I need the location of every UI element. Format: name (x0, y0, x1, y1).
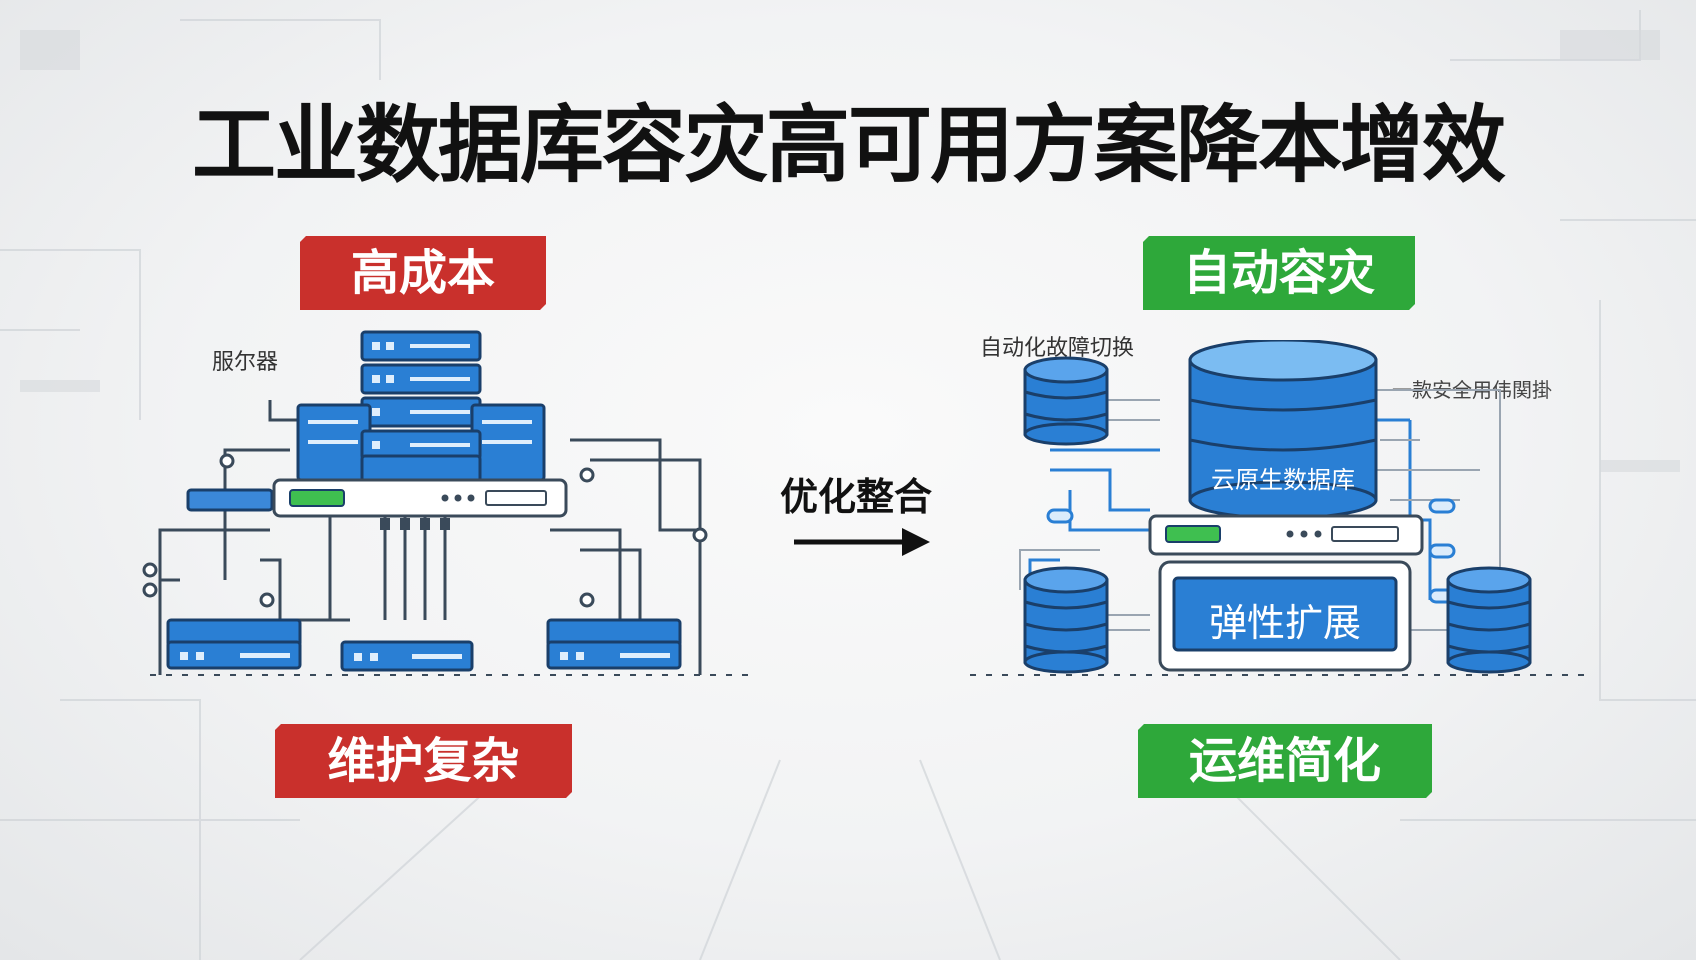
cloud-database-diagram (970, 340, 1590, 676)
cloud-database-label: 云原生数据库 (1211, 466, 1355, 494)
complex-maintenance-badge: 维护复杂 (275, 724, 572, 798)
high-cost-badge: 高成本 (300, 236, 546, 310)
arrow-right-icon (794, 528, 930, 556)
page-title: 工业数据库容灾高可用方案降本增效 (191, 96, 1506, 194)
simplified-ops-badge: 运维简化 (1138, 724, 1432, 798)
optimize-label: 优化整合 (780, 475, 933, 519)
server-label: 服尔器 (212, 350, 279, 375)
server-cluster-diagram (142, 330, 750, 676)
auto-disaster-recovery-badge: 自动容灾 (1143, 236, 1415, 310)
elastic-scaling-label: 弹性扩展 (1208, 601, 1361, 645)
